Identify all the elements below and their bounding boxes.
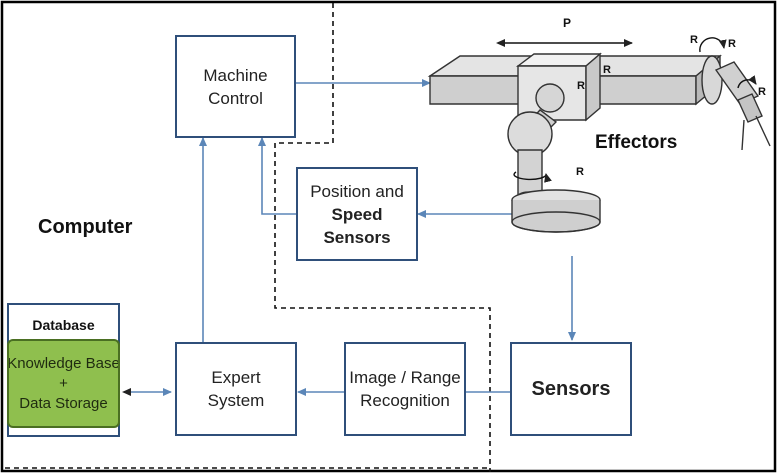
- database-box: Database Knowledge Base + Data Storage: [7, 303, 120, 437]
- revolute-joint-label: R: [758, 86, 766, 98]
- computer-label: Computer: [38, 216, 133, 238]
- machine-control-line1: Machine: [203, 65, 268, 85]
- database-line2: +: [59, 374, 68, 392]
- sensors-label: Sensors: [531, 377, 611, 400]
- database-line1: Knowledge Base: [7, 354, 120, 372]
- expert-system-line1: Expert: [211, 368, 261, 387]
- revolute-joint-label: R: [577, 80, 585, 92]
- expert-system-box: Expert System: [175, 342, 297, 436]
- revolute-joint-label: R: [576, 166, 584, 178]
- robot-arm-illustration: [427, 37, 771, 233]
- sensors-box: Sensors: [510, 342, 632, 436]
- database-title: Database: [32, 317, 95, 333]
- expert-system-line2: System: [207, 391, 265, 410]
- computer-boundary: [5, 3, 491, 472]
- prismatic-joint-label: P: [563, 16, 572, 30]
- position-speed-sensors-box: Position and Speed Sensors: [296, 167, 418, 261]
- revolute-joint-label: R: [728, 38, 736, 50]
- database-line3: Data Storage: [19, 394, 108, 412]
- arrow-position-to-control: [258, 137, 296, 215]
- position-speed-line1: Position and: [310, 181, 404, 201]
- machine-control-line2: Control: [208, 88, 263, 108]
- image-recognition-line1: Image / Range: [349, 368, 461, 387]
- machine-control-box: Machine Control: [175, 35, 296, 138]
- revolute-joint-label: R: [690, 34, 698, 46]
- revolute-joint-label: R: [603, 64, 611, 76]
- effectors-label: Effectors: [595, 132, 678, 153]
- position-speed-line2: Speed Sensors: [323, 204, 391, 247]
- image-recognition-line2: Recognition: [360, 391, 450, 410]
- image-range-recognition-box: Image / Range Recognition: [344, 342, 466, 436]
- knowledge-base-storage: Knowledge Base + Data Storage: [7, 339, 120, 428]
